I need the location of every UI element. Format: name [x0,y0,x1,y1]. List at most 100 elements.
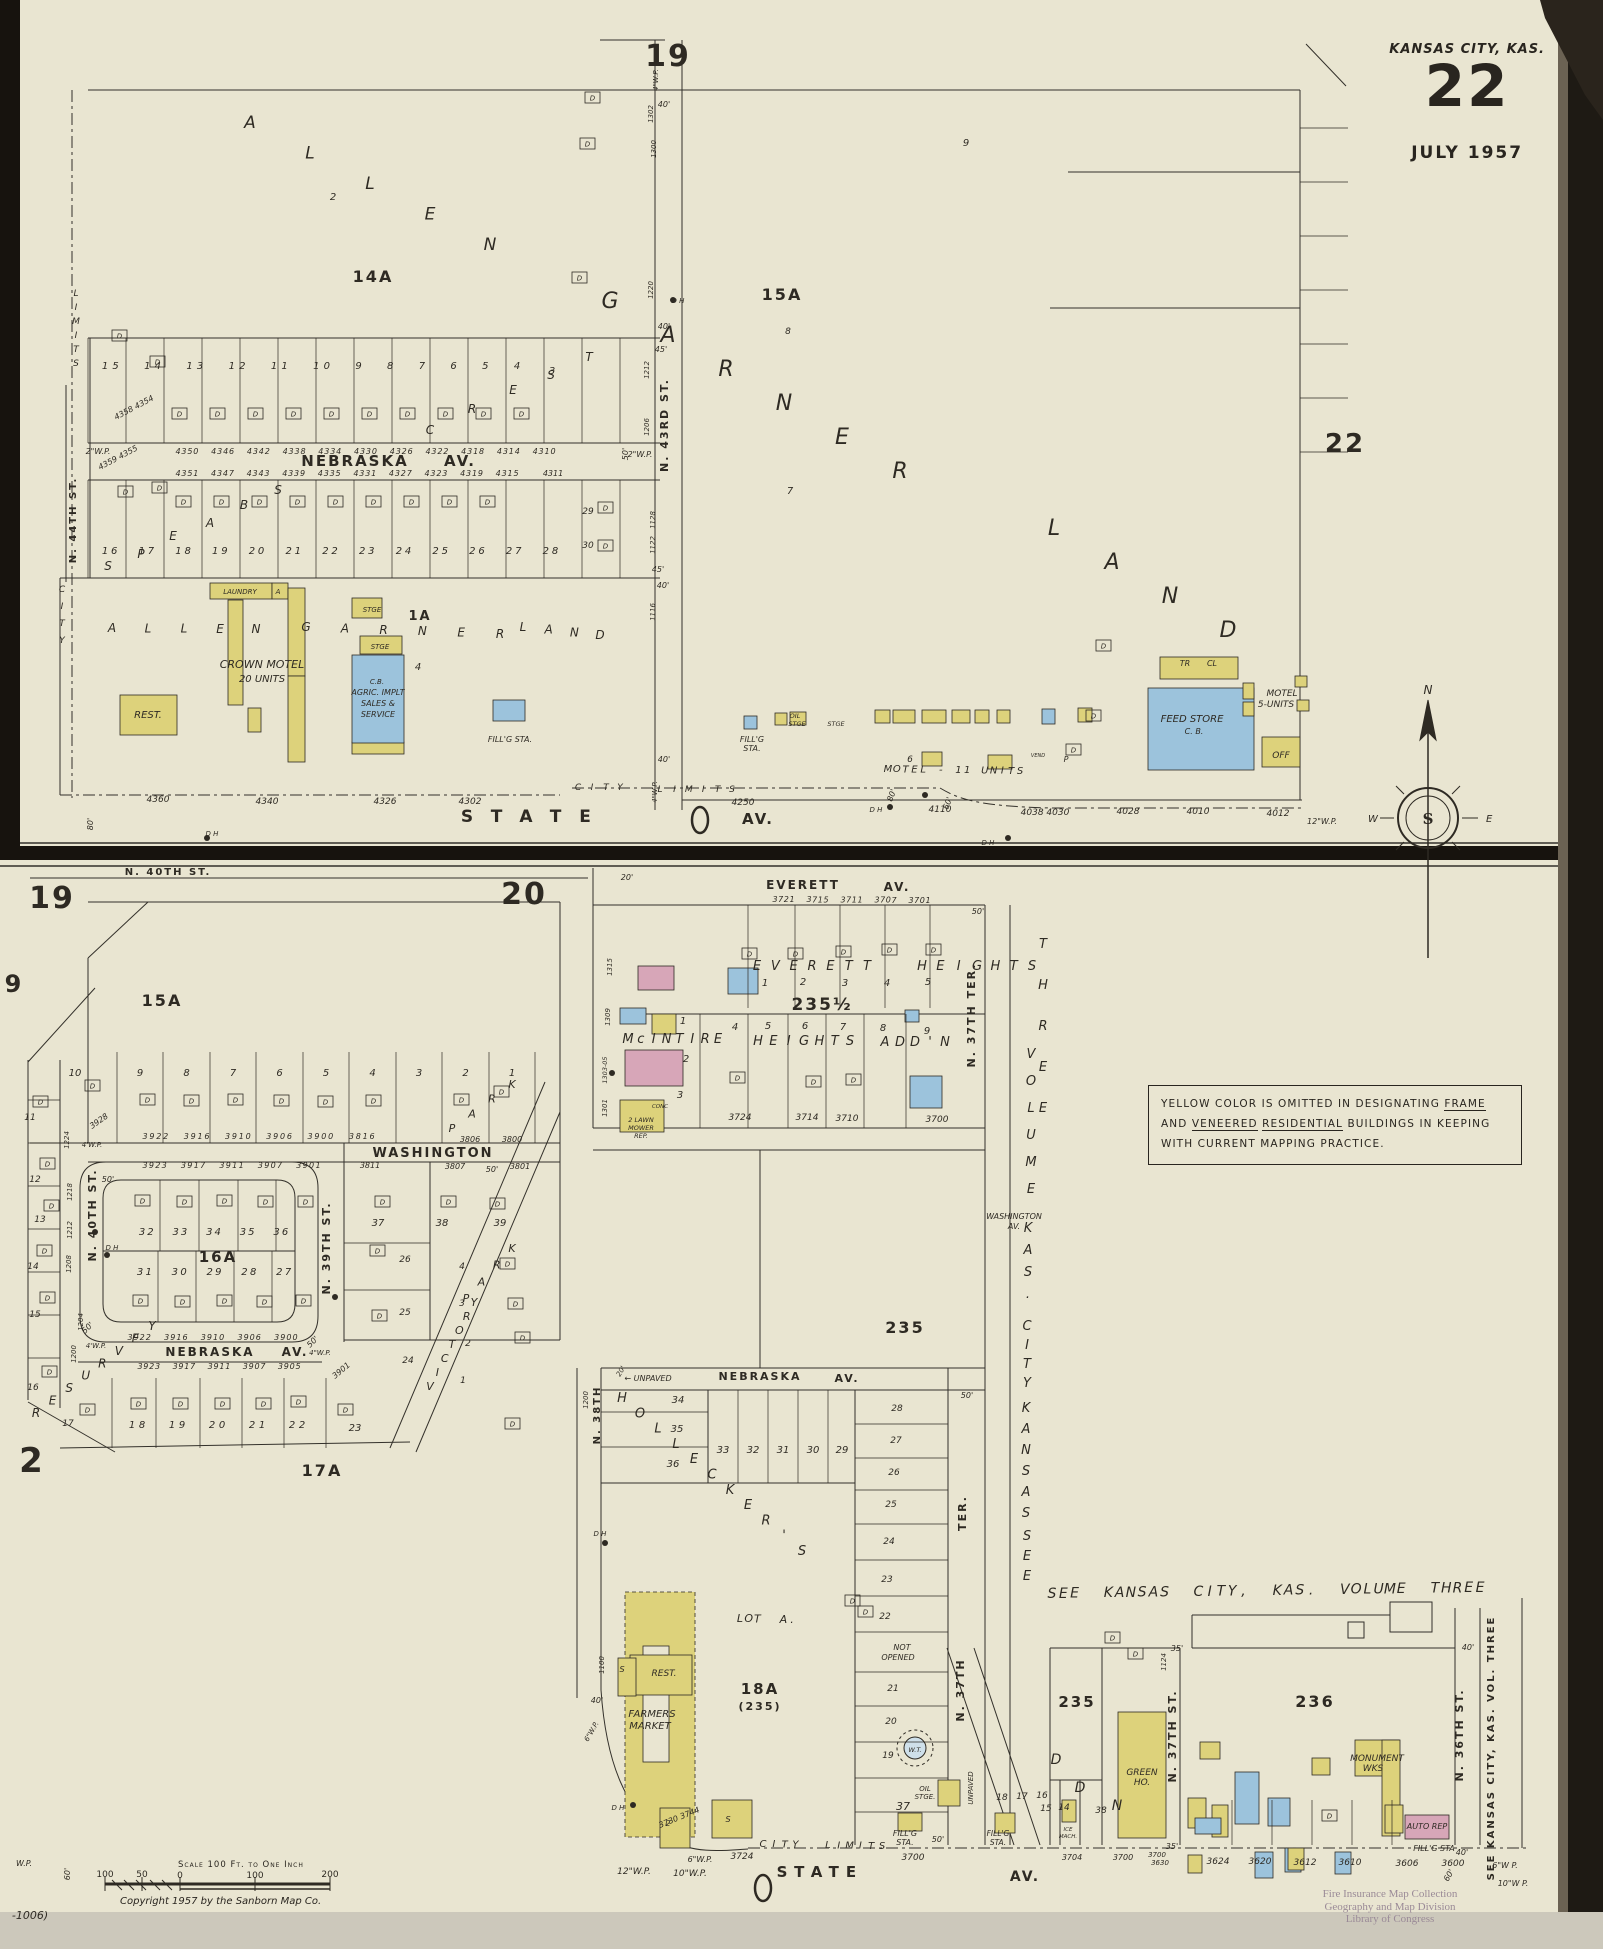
map-label: 3 [219,1161,224,1170]
map-label: 3 [142,1161,147,1170]
map-label: 29 [582,507,594,517]
restaurant: REST. [134,710,162,721]
map-label: 3 [142,1132,147,1141]
map-label: 1 [225,1362,230,1371]
dwelling-footprint [295,1294,312,1307]
map-label: E [790,959,799,974]
map-label: 5 [112,361,118,372]
dwelling-footprint [43,1199,60,1212]
dwelling-footprint [729,1071,746,1084]
map-label: 4'W.P. [82,1141,102,1149]
map-label: T [603,783,610,793]
map-label: 3 [296,1161,301,1170]
building [1294,675,1308,688]
map-label: 0 [177,1871,183,1881]
see-volume-three-horiz: K [1104,1585,1115,1601]
map-label: 3 [330,469,335,478]
farmers-market: FARMERS [628,1709,676,1720]
map-label: 3612 [1294,1858,1317,1868]
map-label: S [274,483,282,497]
map-label: 4 [405,546,411,557]
map-label: 1 [857,896,862,905]
map-label: 3 [459,1299,465,1309]
map-label: G [972,959,982,974]
building [711,1799,753,1839]
map-label: 7 [229,469,235,478]
map-label: E [769,1034,778,1049]
map-label: 29 [836,1445,849,1456]
street-state-av-lower: E [846,1863,858,1881]
see-volume-three-horiz: V [1340,1582,1351,1598]
subdivision-holleckers: O [635,1406,645,1421]
map-label: 100 [96,1870,113,1880]
street-victory: R [463,1310,471,1323]
map-label: HO. [1134,1778,1150,1788]
subdivision-mcintire: N [662,1032,672,1047]
dwelling-symbol: D [513,1301,519,1309]
building [1242,701,1255,717]
see-volume-three-horiz: A [1283,1583,1294,1599]
map-label: 8 [139,1420,145,1431]
dwelling-footprint [257,1195,274,1208]
map-label: 60' [1442,1868,1456,1883]
map-label: 60' [941,796,954,811]
map-label: A [658,323,675,348]
map-label: FILL'G [987,1829,1010,1838]
map-label: 4110 [929,805,952,815]
map-label: A [477,1275,486,1288]
see-volume-three-horiz: U [1374,1581,1384,1597]
map-label: ' [928,1035,932,1050]
left-page-edge [0,0,20,846]
block-14a: 14A [353,267,394,286]
map-label: S [619,1665,624,1674]
motel-11-units: M [884,764,893,775]
map-label: 33 [717,1445,730,1456]
see-volume-three-horiz: Y [1228,1583,1238,1599]
dwelling-symbol: D [485,499,491,507]
subdivision-mcintire: I [652,1032,656,1047]
map-label: I [787,1034,791,1049]
right-page-edge [1568,0,1603,1949]
map-label: 3 [243,1362,248,1371]
sheet-ref-19-top: 19 [645,39,691,74]
dwelling-symbol: D [505,1261,511,1269]
block-236: 236 [1295,1692,1334,1711]
see-volume-three-horiz: H [1441,1580,1452,1596]
map-label: 1124 [1160,1653,1168,1671]
dwelling-footprint [39,1291,56,1304]
map-label: T [715,785,722,795]
map-label: 1315 [606,958,614,976]
map-label: D H [982,839,996,847]
dwelling-symbol: D [343,1407,349,1415]
dwelling-symbol: D [222,1298,228,1306]
dwelling-symbol: D [481,411,487,419]
map-label: 1 [193,469,198,478]
hydrant-dots-layer [92,297,1011,1808]
map-label: 3 [908,896,913,905]
map-label: 3700 [926,1115,949,1125]
map-label: 3 [324,447,329,456]
map-label: 3 [278,1362,283,1371]
map-label: 3 [502,469,507,478]
map-label: 3928 [88,1112,110,1131]
map-label: 200 [321,1870,338,1880]
park-label: A [467,1107,476,1120]
dwelling-footprint [881,943,898,956]
map-label: OFF [1272,751,1290,761]
map-label: 4 [223,447,228,456]
block-18a: 18A [741,1680,779,1698]
map-label: V [771,959,781,974]
park-label: R [488,1093,496,1106]
dwelling-symbol: D [367,411,373,419]
map-label: 8 [183,1068,189,1079]
dwelling-footprint [925,943,942,956]
map-label: 31 [777,1445,790,1456]
dwelling-symbol: D [409,499,415,507]
dwelling-symbol: D [519,411,525,419]
state-av-route-marker [690,805,773,1903]
map-label: 0 [193,447,198,456]
map-label: 4038 4030 [1021,808,1070,818]
map-label: 4 [353,469,358,478]
map-label: T [868,1841,875,1852]
map-label: 3630 [1151,1859,1169,1867]
